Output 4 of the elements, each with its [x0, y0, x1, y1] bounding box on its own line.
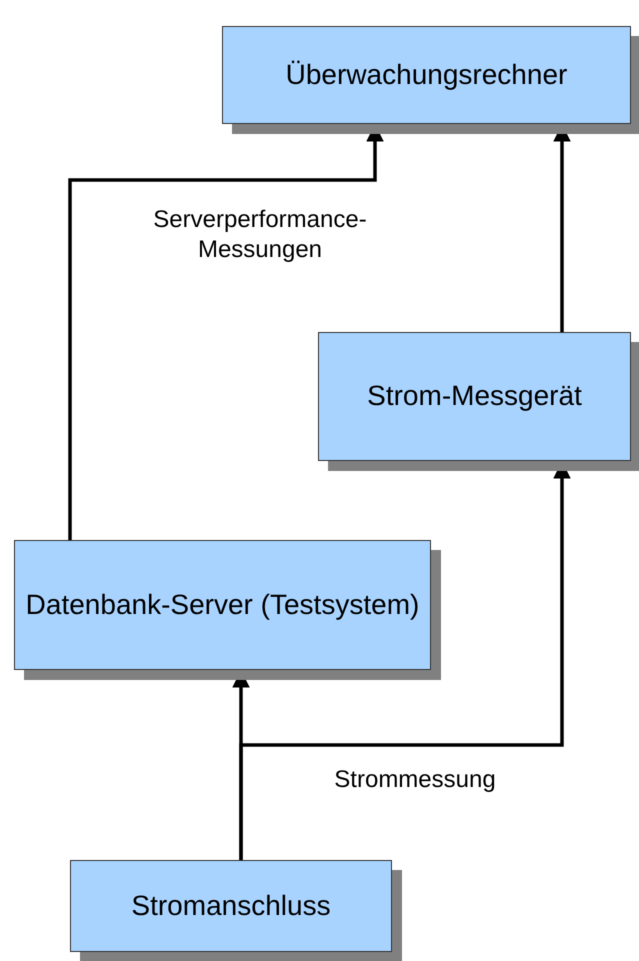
box-label: Stromanschluss: [131, 888, 331, 923]
box-label: Datenbank-Server (Testsystem): [26, 588, 420, 622]
box-label: Überwachungsrechner: [286, 58, 568, 92]
box-label: Strom-Messgerät: [367, 379, 582, 414]
